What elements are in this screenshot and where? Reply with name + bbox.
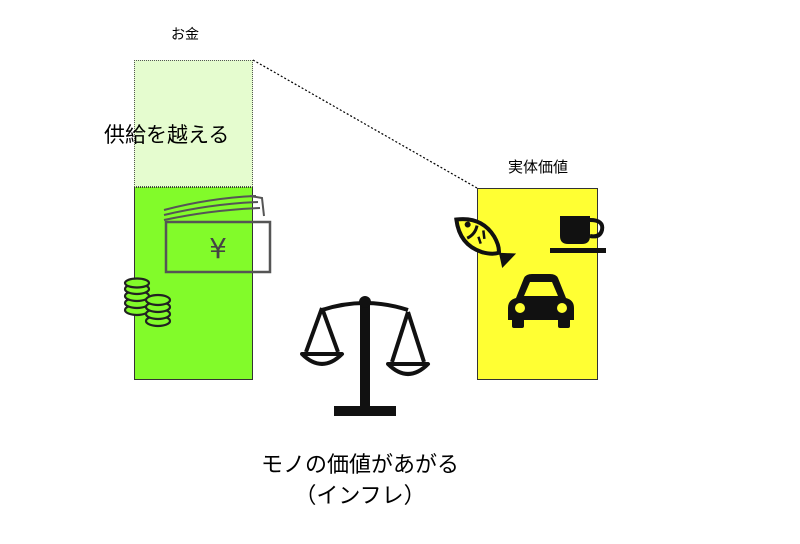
money-excess-box [134, 60, 253, 187]
car-icon [508, 274, 574, 328]
real-value-label: 実体価値 [507, 158, 568, 176]
money-label: お金 [171, 27, 199, 43]
coins-icon [123, 277, 172, 328]
excess-label: 供給を越える [104, 123, 230, 147]
caption: モノの価値があがる （インフレ） [200, 450, 520, 512]
caption-line1: モノの価値があがる [260, 453, 459, 478]
banknote-icon: ¥ [163, 195, 272, 274]
yen-symbol: ¥ [209, 232, 227, 265]
money-box [134, 187, 253, 380]
balance-scale-icon [300, 296, 430, 416]
caption-line2: （インフレ） [294, 484, 426, 509]
fish-icon [454, 217, 517, 269]
coffee-cup-icon [550, 216, 606, 253]
